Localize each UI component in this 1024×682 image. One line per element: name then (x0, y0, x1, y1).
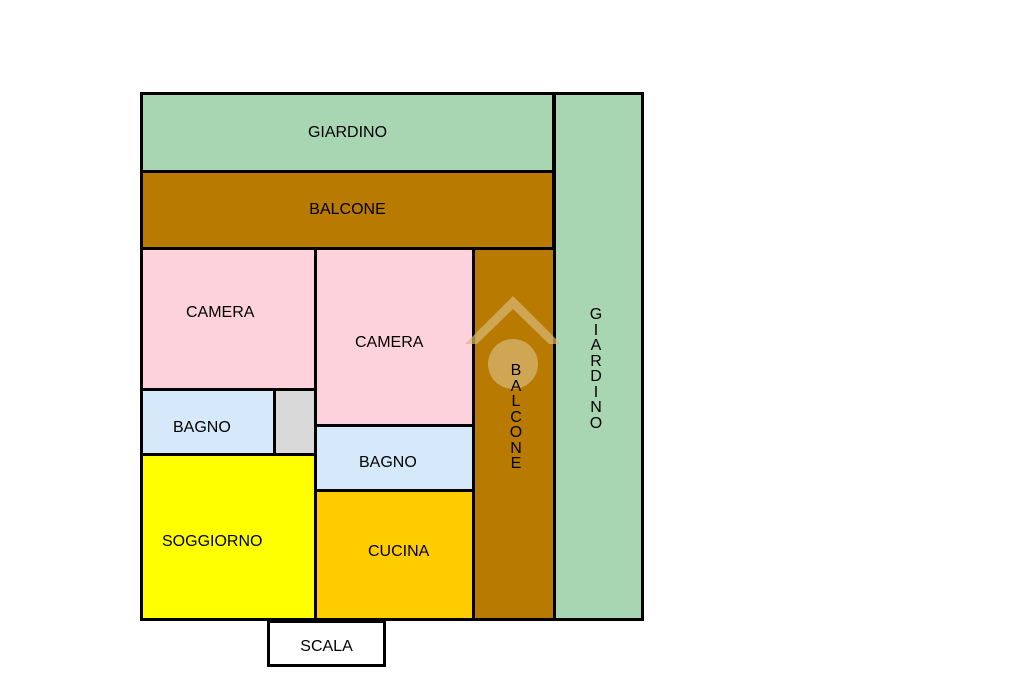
balcony-side-letter: B (510, 362, 522, 379)
balcony-side-letter: L (511, 393, 521, 410)
garden-side-letter: G (589, 306, 603, 323)
kitchen-label: CUCINA (368, 543, 430, 560)
garden-side-letter: R (590, 352, 602, 370)
bathroom-left-label: BAGNO (173, 419, 231, 436)
balcony-side-letter: A (510, 377, 522, 395)
garden-side-letter: N (590, 399, 602, 416)
garden-side-letter: O (589, 414, 603, 432)
balcony-side-letter: O (509, 424, 523, 441)
closet (273, 388, 317, 456)
bathroom-center-label: BAGNO (359, 454, 417, 471)
balcony-side-letter: N (510, 439, 522, 457)
living-room-label: SOGGIORNO (162, 533, 263, 550)
bedroom-center-label: CAMERA (355, 334, 424, 351)
stairs-label: SCALA (300, 637, 353, 655)
kitchen (314, 489, 475, 621)
garden-side-letter: I (593, 383, 599, 401)
garden-top: GIARDINO (140, 92, 555, 173)
garden-side-letter: I (593, 321, 599, 339)
garden-top-label: GIARDINO (307, 123, 388, 141)
balcony-top-label: BALCONE (309, 201, 386, 218)
stairs: SCALA (267, 620, 386, 667)
balcony-side-letter: C (510, 408, 522, 426)
balcony-top: BALCONE (140, 170, 555, 250)
bedroom-left-label: CAMERA (186, 304, 255, 321)
living-room (140, 453, 317, 621)
garden-side-letter: A (590, 337, 602, 354)
balcony-side-letter: E (510, 455, 522, 472)
garden-side-letter: D (590, 368, 602, 385)
